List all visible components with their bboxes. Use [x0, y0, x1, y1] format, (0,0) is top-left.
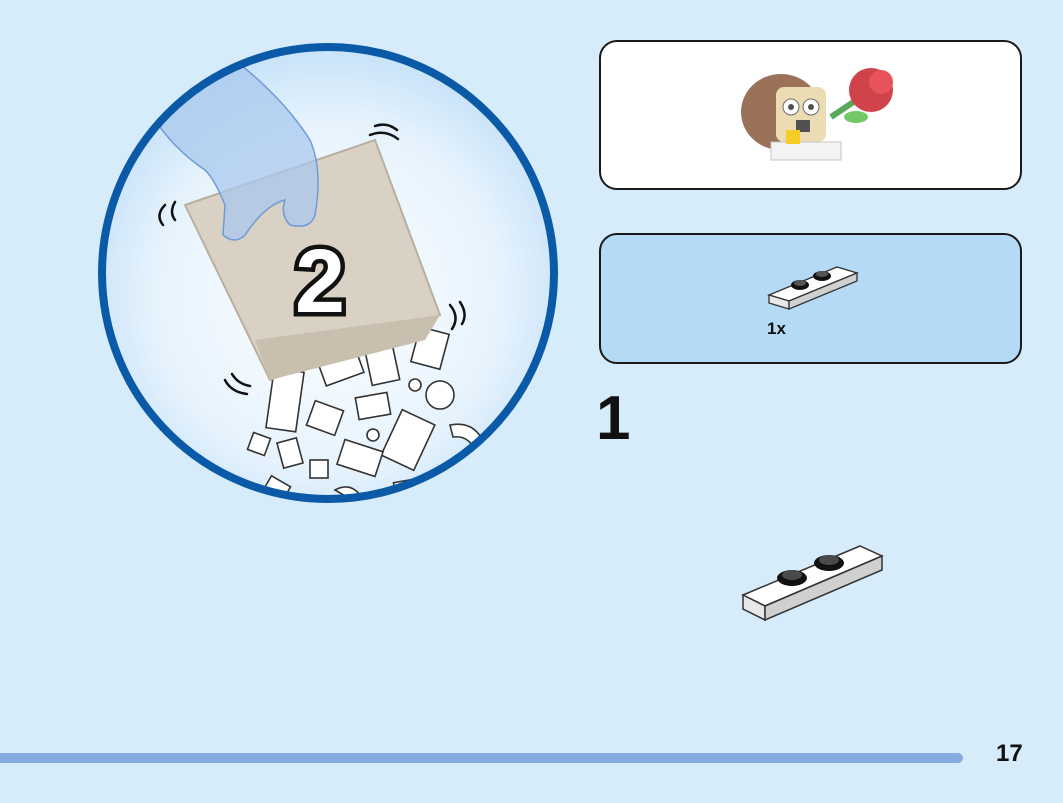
parts-list-panel: 1x [599, 233, 1022, 364]
step-plate-illustration [741, 545, 884, 622]
model-preview-panel [599, 40, 1022, 190]
progress-bar [0, 753, 963, 763]
part-quantity: 1x [767, 319, 786, 338]
hedgehog-model-icon [741, 68, 893, 161]
step-number: 1 [596, 384, 631, 453]
bag-callout: 2 [98, 43, 558, 503]
page-number: 17 [996, 740, 1023, 767]
bag-number: 2 [295, 232, 345, 332]
plate-1x3-icon [767, 266, 859, 310]
